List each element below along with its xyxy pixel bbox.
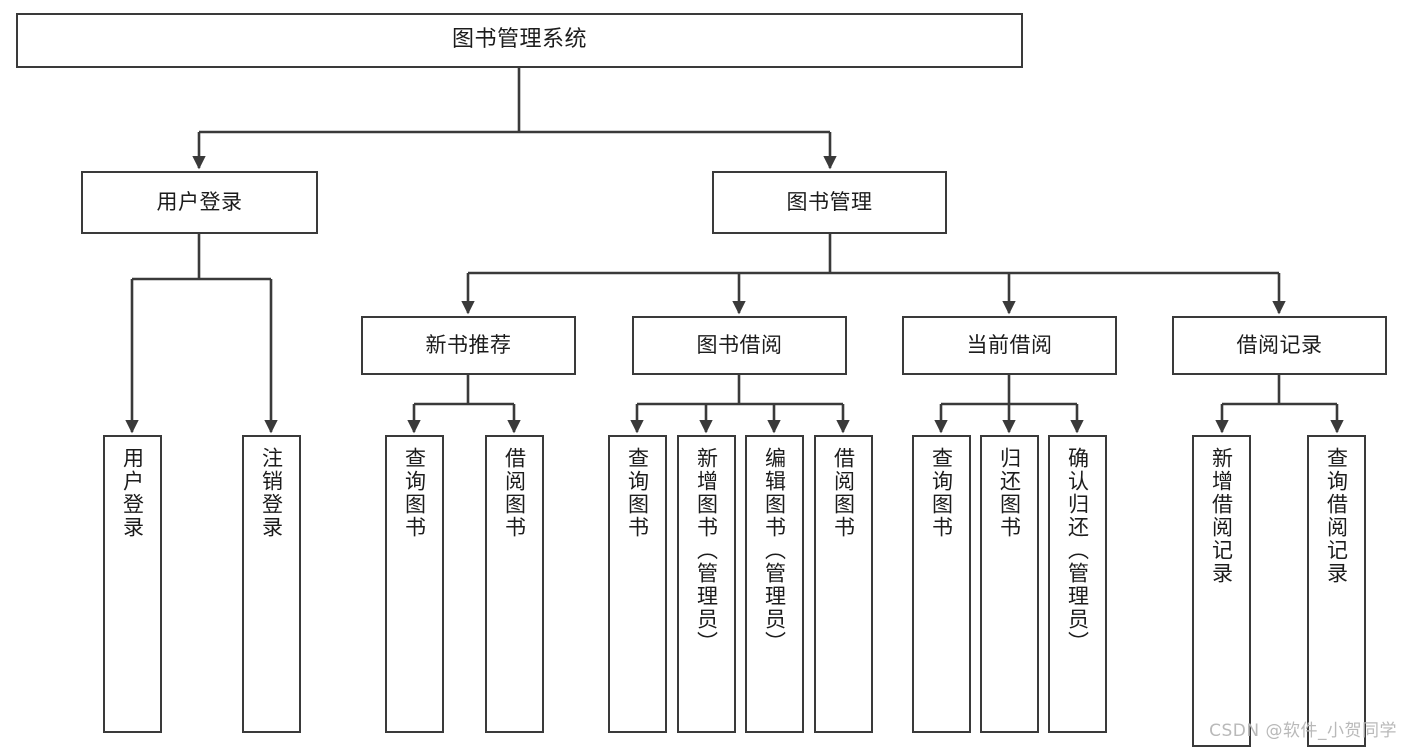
node-label: 借阅图书 — [502, 447, 527, 539]
node-leaf-query-book-borrow[interactable]: 查询图书 — [608, 435, 667, 733]
node-label: 查询图书 — [402, 447, 427, 539]
node-root-book-management-system[interactable]: 图书管理系统 — [16, 13, 1023, 68]
node-book-borrow[interactable]: 图书借阅 — [632, 316, 847, 375]
node-book-management[interactable]: 图书管理 — [712, 171, 947, 234]
node-label: 借阅图书 — [831, 447, 856, 539]
watermark-text: CSDN @软件_小贺同学 — [1209, 721, 1397, 741]
node-label: 编辑图书（管理员） — [762, 447, 787, 654]
node-label: 借阅记录 — [1236, 332, 1323, 357]
node-leaf-user-login[interactable]: 用户登录 — [103, 435, 162, 733]
node-label: 图书管理 — [786, 189, 873, 214]
node-leaf-edit-book-admin[interactable]: 编辑图书（管理员） — [745, 435, 804, 733]
node-label: 用户登录 — [156, 189, 243, 214]
node-user-login[interactable]: 用户登录 — [81, 171, 318, 234]
node-label: 新增借阅记录 — [1209, 447, 1234, 585]
node-label: 查询图书 — [929, 447, 954, 539]
node-label: 当前借阅 — [966, 332, 1053, 357]
node-leaf-query-book-current[interactable]: 查询图书 — [912, 435, 971, 733]
node-label: 图书管理系统 — [451, 27, 587, 53]
node-label: 图书借阅 — [696, 332, 783, 357]
node-leaf-borrow-book-recommend[interactable]: 借阅图书 — [485, 435, 544, 733]
node-label: 新增图书（管理员） — [694, 447, 719, 654]
node-label: 新书推荐 — [425, 332, 512, 357]
node-leaf-add-borrow-record[interactable]: 新增借阅记录 — [1192, 435, 1251, 747]
node-label: 确认归还（管理员） — [1065, 447, 1090, 654]
node-new-book-recommend[interactable]: 新书推荐 — [361, 316, 576, 375]
node-label: 用户登录 — [120, 447, 145, 539]
node-leaf-query-borrow-record[interactable]: 查询借阅记录 — [1307, 435, 1366, 747]
node-current-borrow[interactable]: 当前借阅 — [902, 316, 1117, 375]
node-leaf-return-book[interactable]: 归还图书 — [980, 435, 1039, 733]
node-label: 查询图书 — [625, 447, 650, 539]
node-label: 注销登录 — [259, 447, 284, 539]
node-borrow-record[interactable]: 借阅记录 — [1172, 316, 1387, 375]
node-leaf-confirm-return-admin[interactable]: 确认归还（管理员） — [1048, 435, 1107, 733]
node-label: 归还图书 — [997, 447, 1022, 539]
node-leaf-add-book-admin[interactable]: 新增图书（管理员） — [677, 435, 736, 733]
node-leaf-query-book-recommend[interactable]: 查询图书 — [385, 435, 444, 733]
node-leaf-borrow-book[interactable]: 借阅图书 — [814, 435, 873, 733]
node-label: 查询借阅记录 — [1324, 447, 1349, 585]
node-leaf-logout[interactable]: 注销登录 — [242, 435, 301, 733]
